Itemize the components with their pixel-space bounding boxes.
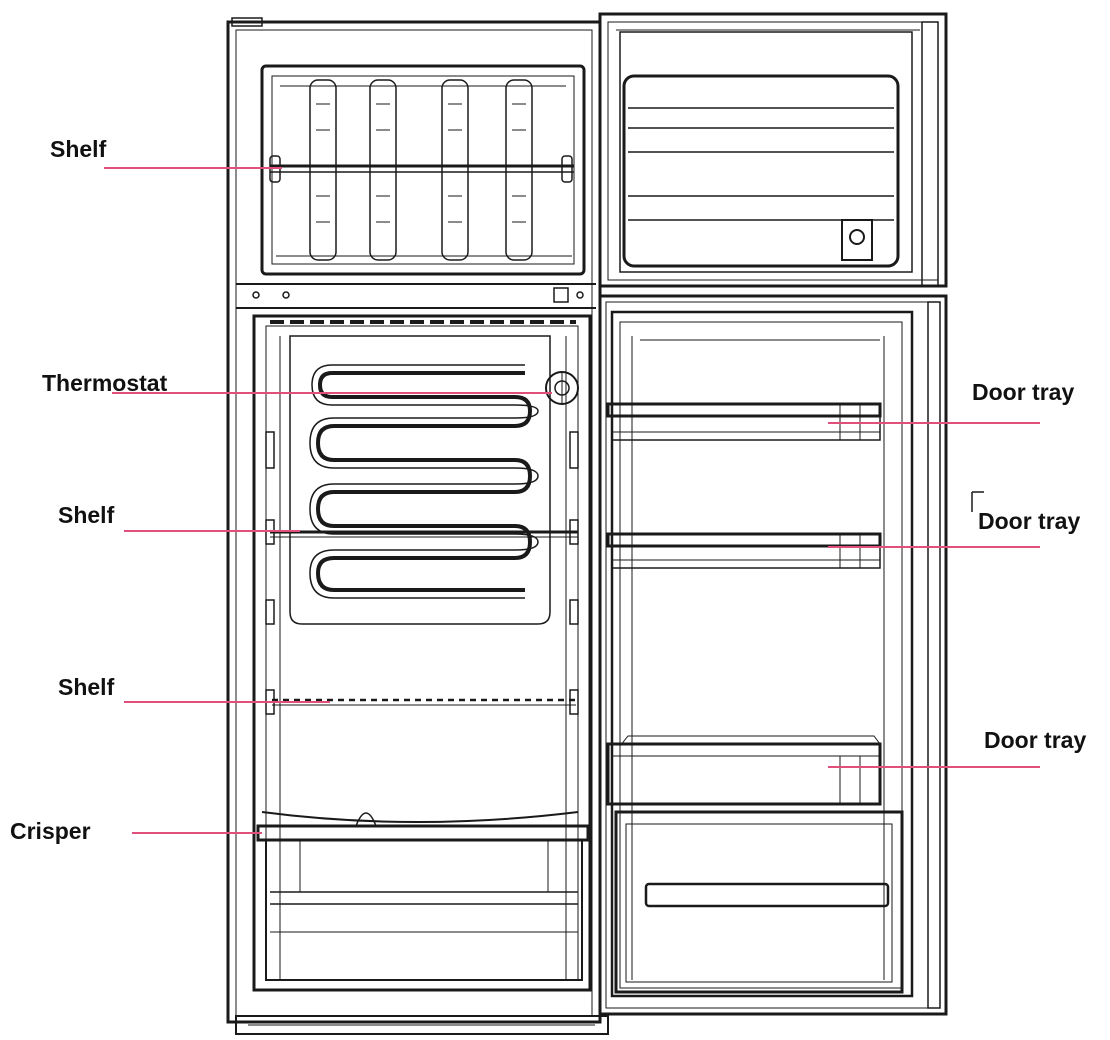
- freezer-door-latch: [841, 219, 873, 261]
- label-shelf-top: Shelf: [50, 136, 107, 162]
- thermostat-knob: [545, 371, 579, 405]
- door-tray-lower: [606, 735, 882, 806]
- divider-strip: [236, 283, 596, 309]
- freezer-evaporator-pattern: [309, 79, 533, 261]
- label-door-tray-3: Door tray: [984, 727, 1087, 753]
- corner-mark: [971, 491, 984, 512]
- label-door-tray-1: Door tray: [972, 379, 1075, 405]
- label-crisper: Crisper: [10, 818, 91, 844]
- label-door-tray-2: Door tray: [978, 508, 1081, 534]
- evaporator-coil: [309, 364, 539, 599]
- label-thermostat: Thermostat: [42, 370, 168, 396]
- fridge-door: [598, 294, 948, 1016]
- middle-shelf: [270, 530, 578, 538]
- evaporator-panel: [289, 335, 579, 625]
- freezer-shelf: [269, 155, 574, 183]
- lower-shelf: [272, 698, 576, 706]
- door-bottom-bin: [614, 810, 904, 994]
- door-tray-middle: [606, 532, 882, 569]
- crisper-drawer: [256, 811, 590, 981]
- label-shelf-lower: Shelf: [58, 674, 115, 700]
- fridge-compartment: [252, 314, 592, 992]
- label-shelf-middle: Shelf: [58, 502, 115, 528]
- freezer-door: [598, 12, 948, 288]
- freezer-compartment: [260, 64, 586, 276]
- leader-lines: [104, 167, 1040, 834]
